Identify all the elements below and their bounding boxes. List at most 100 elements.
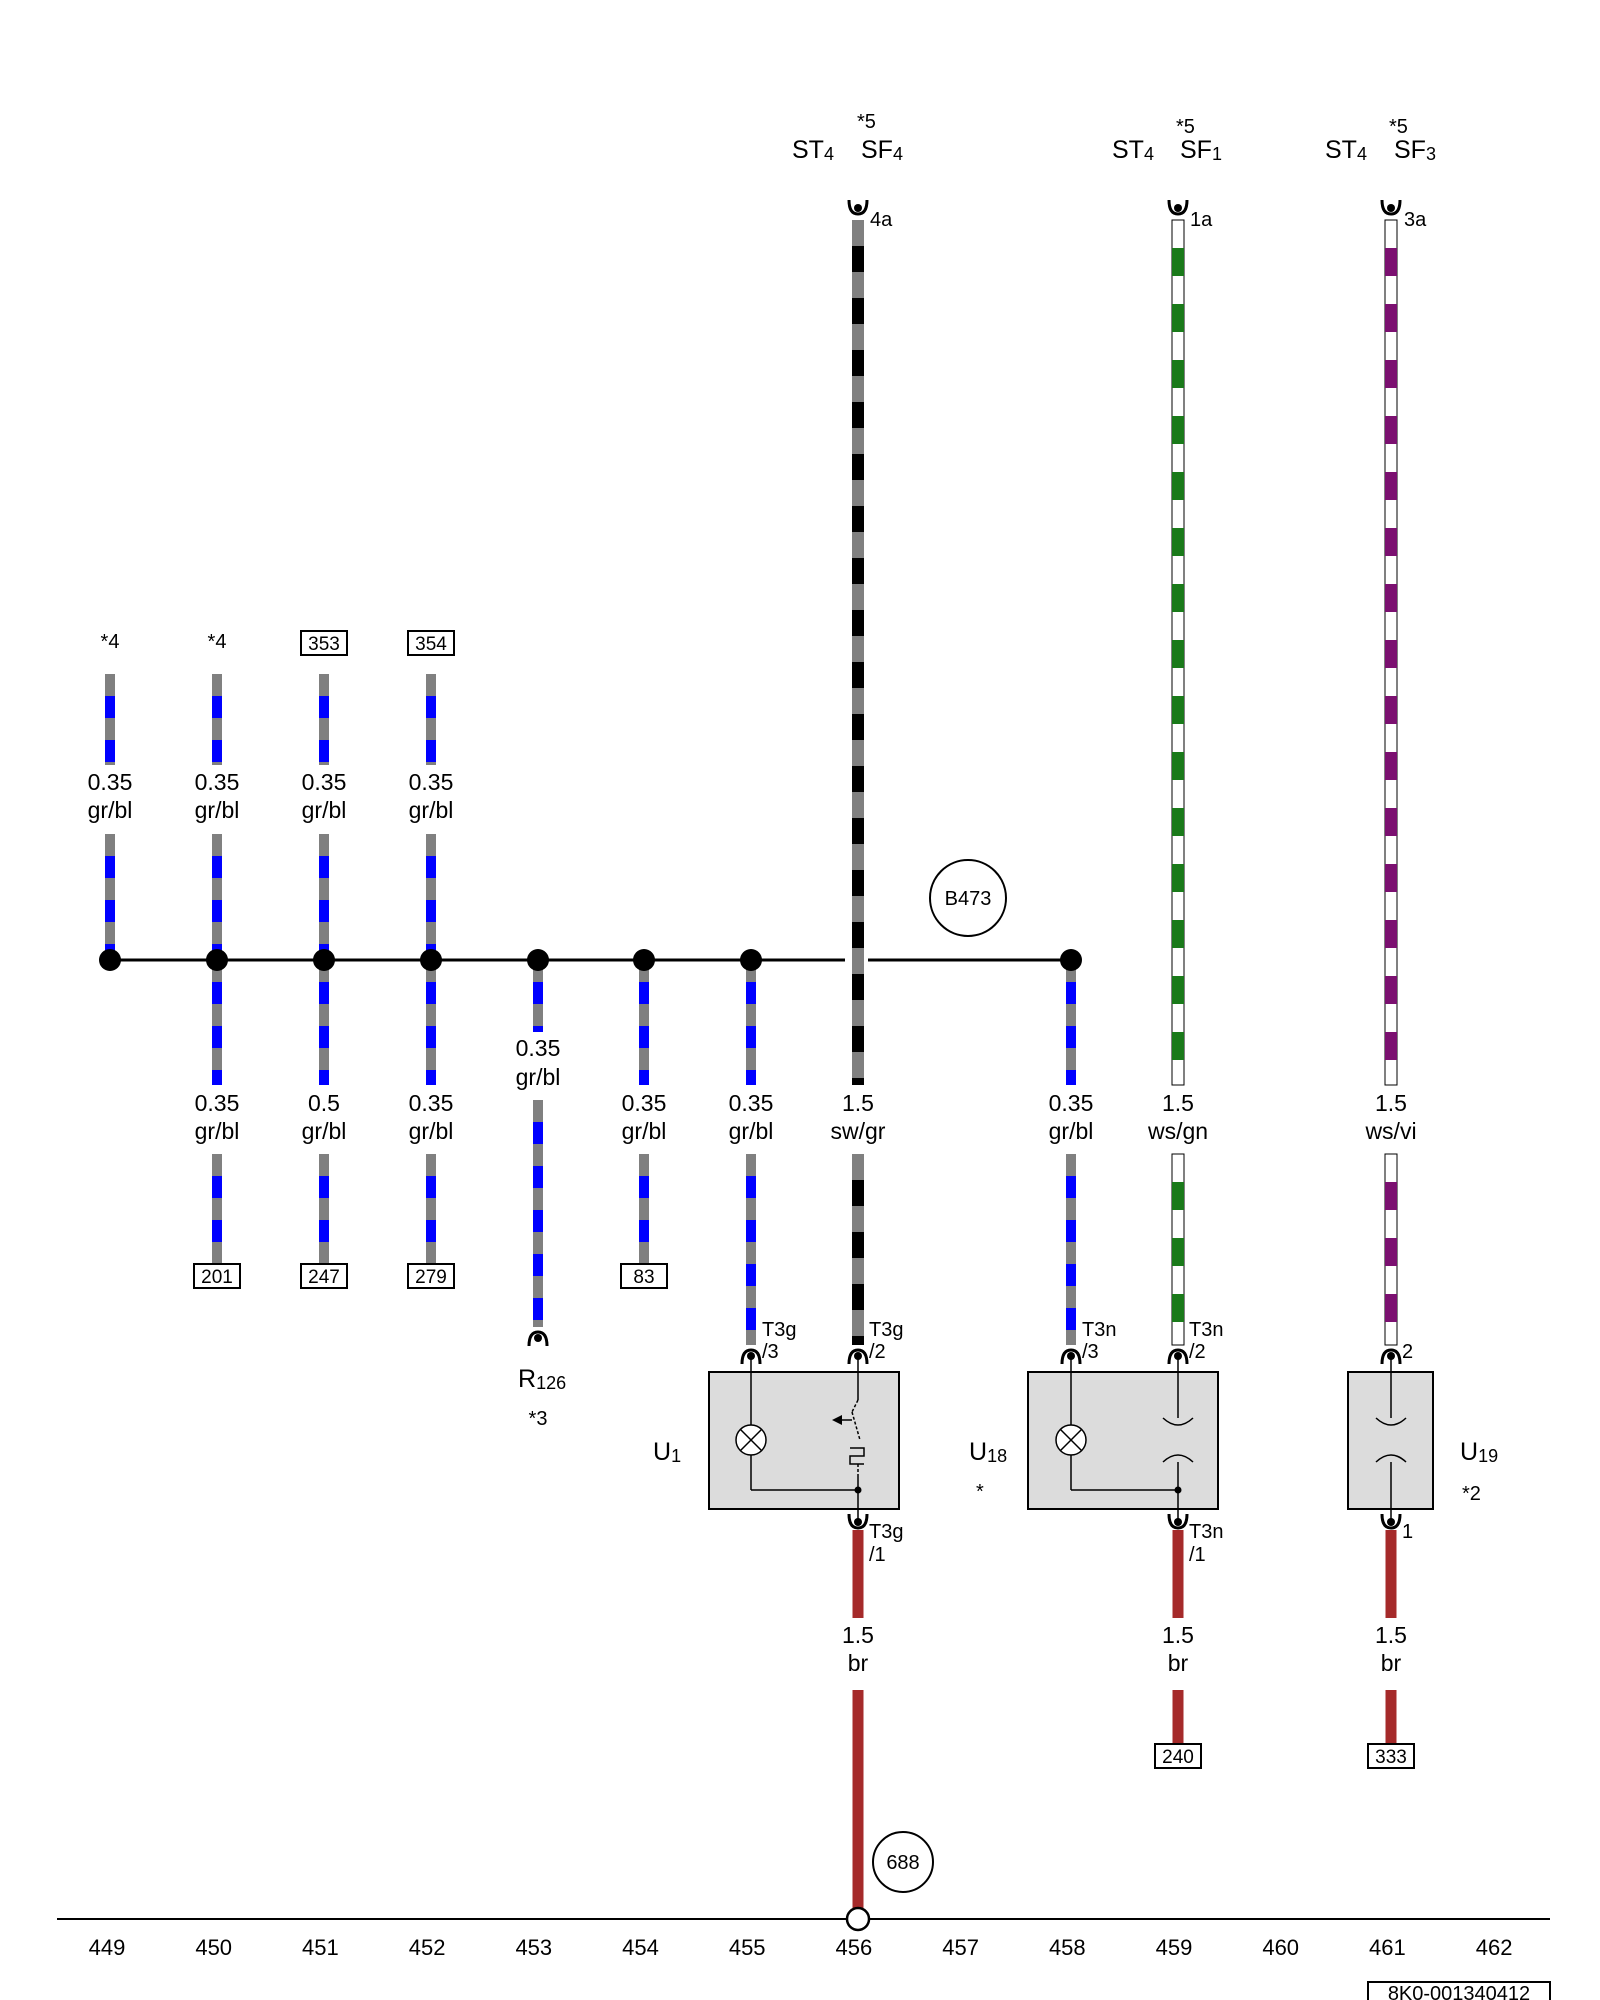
wire-size: 0.35 — [302, 769, 347, 795]
top-connector-sf1: *5 ST4 SF1 1a — [1112, 116, 1222, 231]
document-id: 8K0-001340412 — [1367, 1981, 1551, 2000]
splice-dot — [420, 949, 442, 971]
wire-gr-bl — [212, 674, 222, 765]
svg-text:ST4: ST4 — [1112, 136, 1154, 164]
wire-color: gr/bl — [195, 1118, 240, 1144]
upper-wire-labels: *4 *4 353 354 0.35 gr/bl 0.35 gr/bl 0.35… — [88, 630, 455, 823]
ref-box: 333 — [1375, 1747, 1407, 1768]
ref-box: 240 — [1162, 1747, 1194, 1768]
wire-color: gr/bl — [302, 797, 347, 823]
column-number: 458 — [1049, 1935, 1086, 1960]
wire-gr-bl — [639, 960, 649, 1085]
ref-box: 353 — [308, 634, 340, 655]
wire-size: 0.35 — [88, 769, 133, 795]
pin-label: T3n — [1082, 1319, 1116, 1341]
column-number: 456 — [836, 1935, 873, 1960]
wire-gr-bl — [533, 1100, 543, 1327]
pin-label: 1 — [1402, 1521, 1413, 1543]
pin-label: T3g — [869, 1319, 903, 1341]
wire-size: 0.5 — [308, 1090, 340, 1116]
wire-gr-bl — [212, 834, 222, 960]
wire-size: 1.5 — [1375, 1622, 1407, 1648]
connector-pin-icon — [1380, 1348, 1402, 1365]
connector-pin-icon — [1380, 199, 1402, 216]
column-number: 453 — [515, 1935, 552, 1960]
connector-pin-icon — [527, 1330, 549, 1347]
wire-gr-bl — [426, 674, 436, 765]
column-number: 460 — [1262, 1935, 1299, 1960]
wire-size: 0.35 — [409, 769, 454, 795]
wire-gr-bl — [1066, 960, 1076, 1085]
wire-size: 0.35 — [409, 1090, 454, 1116]
splice-dot — [99, 949, 121, 971]
pin-label: 3a — [1404, 209, 1427, 231]
component-u19: U19 *2 — [1347, 1358, 1498, 1520]
connector-pin-icon — [1380, 1513, 1402, 1530]
ground-terminal — [845, 1906, 871, 1932]
wire-gr-bl — [319, 1154, 329, 1264]
wire-gr-bl — [426, 834, 436, 960]
wire-ws-gn — [1171, 219, 1185, 1086]
svg-text:*5: *5 — [857, 111, 876, 133]
svg-text:ST4: ST4 — [1325, 136, 1367, 164]
connector-pin-icon — [1167, 1513, 1189, 1530]
pin-label: T3n — [1189, 1319, 1223, 1341]
splice-label-text: B473 — [945, 888, 992, 910]
column-number: 449 — [89, 1935, 126, 1960]
pin-label: 2 — [1402, 1341, 1413, 1363]
svg-text:*5: *5 — [1176, 116, 1195, 138]
connector-pin-icon — [1167, 199, 1189, 216]
column-number: 451 — [302, 1935, 339, 1960]
column-number: 455 — [729, 1935, 766, 1960]
wire-size: 0.35 — [729, 1090, 774, 1116]
wire-gr-bl — [212, 1154, 222, 1264]
pin-label: T3g — [869, 1521, 903, 1543]
wire-gr-bl — [426, 960, 436, 1085]
wire-color: gr/bl — [88, 797, 133, 823]
wire-gr-bl — [319, 834, 329, 960]
wire-br — [1172, 1530, 1184, 1618]
column-number: 457 — [942, 1935, 979, 1960]
connector-pin-icon — [740, 1348, 762, 1365]
wire-gr-bl — [746, 1154, 756, 1345]
fuse-icon — [1162, 1417, 1194, 1463]
wire-br — [1385, 1690, 1397, 1744]
svg-text:*: * — [976, 1481, 984, 1503]
svg-text:SF1: SF1 — [1180, 136, 1222, 164]
wire-gr-bl — [639, 1154, 649, 1264]
svg-text:SF4: SF4 — [861, 136, 903, 164]
wire-color: gr/bl — [409, 797, 454, 823]
wire-gr-bl — [105, 674, 115, 765]
svg-text:SF3: SF3 — [1394, 136, 1436, 164]
wire-size: 1.5 — [842, 1090, 874, 1116]
ground-point-label: 688 — [886, 1852, 919, 1874]
wire-gr-bl — [1066, 1154, 1076, 1345]
wire-gr-bl — [212, 960, 222, 1085]
wire-size: 0.35 — [622, 1090, 667, 1116]
pin-label: /2 — [869, 1341, 886, 1363]
wire-br — [1172, 1690, 1184, 1744]
connector-pin-icon — [847, 199, 869, 216]
ref-box: 354 — [415, 634, 447, 655]
pin-label: /2 — [1189, 1341, 1206, 1363]
wire-size: 0.35 — [195, 769, 240, 795]
pin-label: T3g — [762, 1319, 796, 1341]
svg-text:ST4: ST4 — [792, 136, 834, 164]
splice-dot — [1060, 949, 1082, 971]
component-r126: R126 — [518, 1365, 566, 1393]
lower-wire-labels: 0.35 gr/bl 0.5 gr/bl 0.35 gr/bl 0.35 gr/… — [193, 1035, 1417, 1430]
splice-dot — [740, 949, 762, 971]
wire-color: br — [848, 1650, 869, 1676]
wire-layer — [105, 219, 1398, 1908]
svg-text:U1: U1 — [653, 1438, 681, 1466]
column-number: 450 — [195, 1935, 232, 1960]
column-number: 459 — [1156, 1935, 1193, 1960]
top-connector-sf4: *5 ST4 SF4 4a — [792, 111, 903, 231]
wire-br — [1385, 1530, 1397, 1618]
column-number: 452 — [409, 1935, 446, 1960]
wire-sw-gr — [852, 220, 864, 1085]
wire-size: 1.5 — [842, 1622, 874, 1648]
wire-gr-bl — [105, 834, 115, 960]
component-u18: U18 * — [969, 1358, 1219, 1520]
pin-label: /1 — [869, 1544, 886, 1566]
